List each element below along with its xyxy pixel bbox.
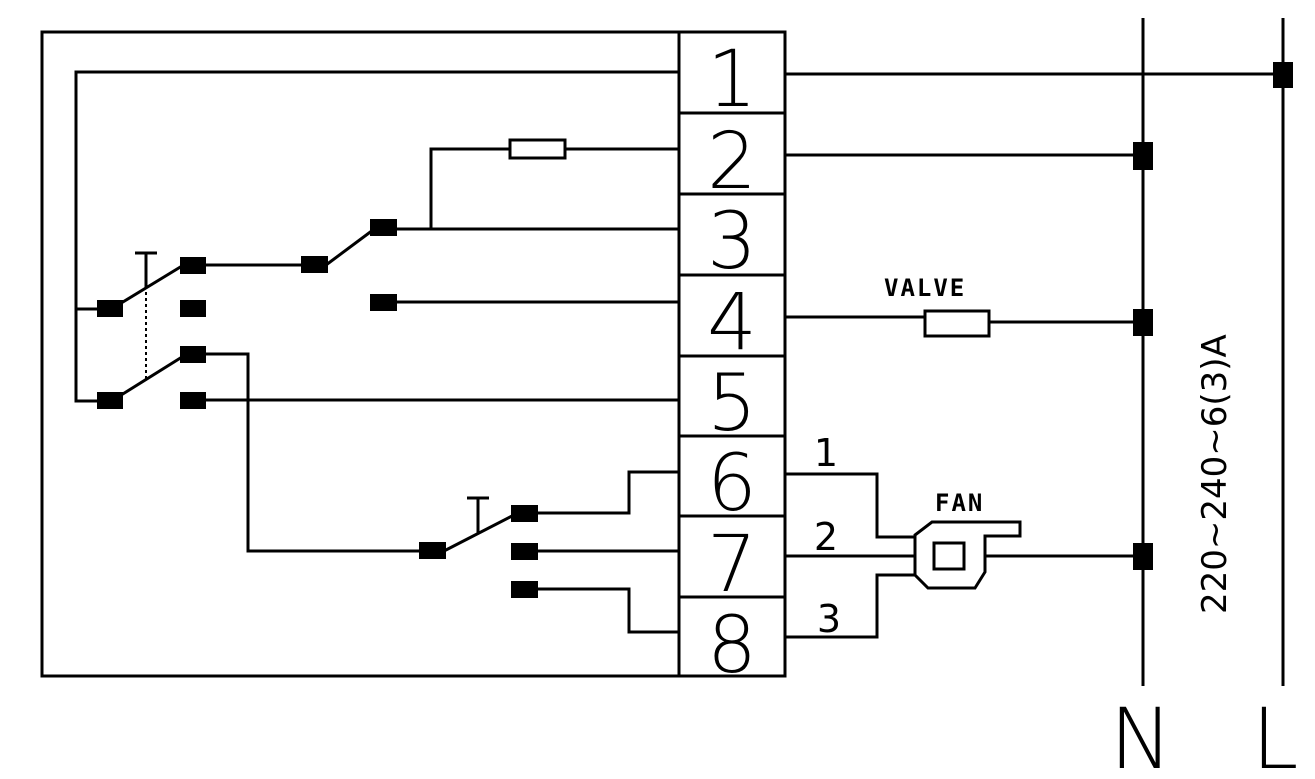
terminal-2-number: 2 xyxy=(707,117,757,207)
terminal-8-number: 8 xyxy=(707,601,757,691)
wire-fan-switch-terminal-6 xyxy=(538,470,679,515)
thermostat-enclosure xyxy=(40,30,787,678)
fan-label: FAN xyxy=(935,489,984,517)
valve-coil xyxy=(923,309,991,338)
fan-speed-switch xyxy=(419,496,538,598)
fan-speed-3-label: 3 xyxy=(817,597,841,641)
live-junction xyxy=(1273,62,1293,88)
terminal-block xyxy=(677,30,787,678)
fan-speed-1-label: 1 xyxy=(814,431,838,475)
fan-speed-2-label: 2 xyxy=(814,515,838,559)
fan-speed-wires xyxy=(785,472,915,639)
terminal-1-number: 1 xyxy=(707,35,757,125)
terminal-3-number: 3 xyxy=(707,197,757,287)
rating-label: 220~240~6(3)A xyxy=(1195,334,1235,614)
neutral-junction-4 xyxy=(1133,309,1153,336)
neutral-junction-fan xyxy=(1133,543,1153,570)
neutral-label: N xyxy=(1110,690,1173,779)
terminal-5-number: 5 xyxy=(707,359,757,449)
fan-icon xyxy=(913,520,1022,590)
valve-label: VALVE xyxy=(884,274,966,302)
terminal-7-number: 7 xyxy=(707,520,757,610)
live-label: L xyxy=(1252,690,1299,779)
terminal-6-number: 6 xyxy=(707,439,757,529)
wire-resistor-branch xyxy=(429,147,510,229)
wire-terminal-1-bus xyxy=(74,70,679,403)
resistor xyxy=(508,138,567,160)
neutral-junction-2 xyxy=(1133,142,1153,170)
wire-fan-switch-terminal-8 xyxy=(538,587,679,634)
wire-mode-switch-to-fan-switch xyxy=(206,352,420,553)
mode-switch xyxy=(97,251,206,409)
thermostat-switch xyxy=(301,219,397,311)
terminal-4-number: 4 xyxy=(707,278,757,368)
